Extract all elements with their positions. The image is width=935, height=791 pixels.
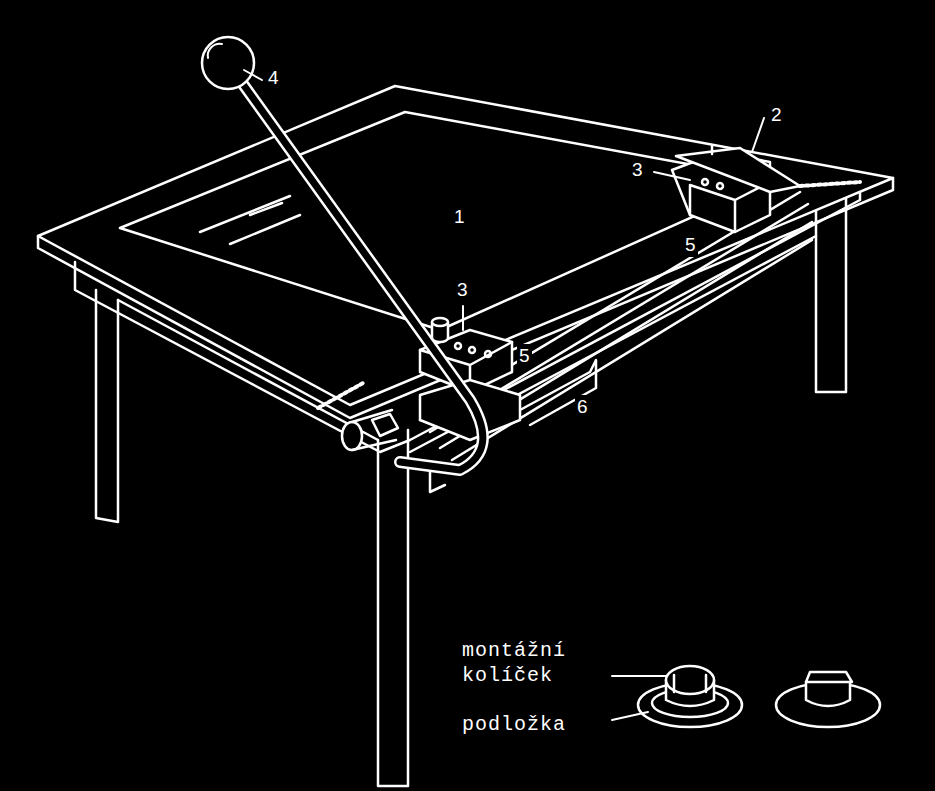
- callout-number: 3: [630, 158, 645, 182]
- callout-number: 5: [683, 233, 698, 257]
- callout-number: 3: [455, 278, 470, 302]
- part-name: podložka: [460, 712, 568, 737]
- callout-number: 5: [517, 344, 532, 368]
- callout-number: 6: [575, 395, 590, 419]
- callout-number: 1: [452, 205, 467, 229]
- part-name: montážní kolíček: [460, 638, 604, 688]
- callout-number: 4: [266, 66, 281, 90]
- callout-number: 2: [769, 103, 784, 127]
